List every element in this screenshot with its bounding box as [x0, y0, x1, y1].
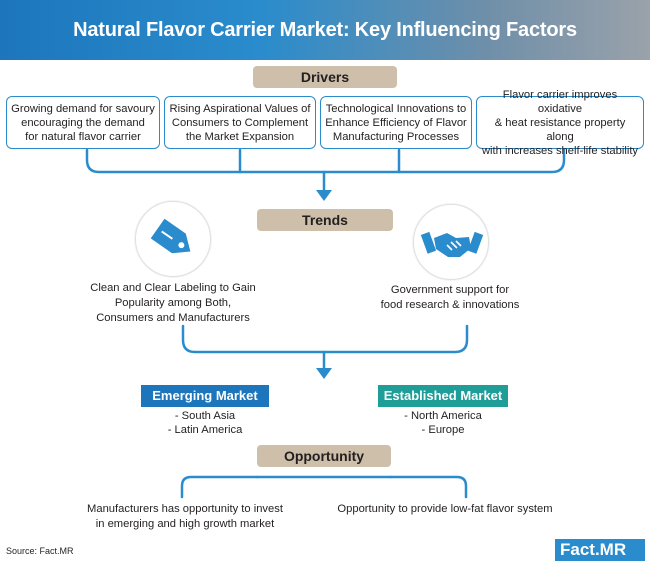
trends-bracket: [181, 324, 469, 354]
trend-text-line: Popularity among Both,: [114, 297, 232, 309]
handshake-icon: [420, 231, 484, 257]
source-note: Source: Fact.MR: [6, 546, 74, 556]
price-tag-icon: [150, 218, 191, 254]
driver-text-line: the Market Expansion: [185, 130, 295, 143]
opportunity-text-line: Opportunity to provide low-fat flavor sy…: [337, 503, 553, 515]
opportunity-lowfat-text: Opportunity to provide low-fat flavor sy…: [320, 502, 570, 517]
trend-text-line: Clean and Clear Labeling to Gain: [90, 282, 256, 294]
driver-box: Technological Innovations to Enhance Eff…: [320, 96, 472, 149]
driver-text-line: & heat resistance property along: [494, 116, 626, 143]
driver-text-line: encouraging the demand: [21, 116, 145, 129]
established-market-list: - North America - Europe: [378, 409, 508, 437]
driver-text-line: Rising Aspirational Values of: [169, 102, 311, 115]
trends-arrowhead: [316, 368, 332, 379]
emerging-market-badge: Emerging Market: [141, 385, 269, 407]
emerging-market-list: - South Asia - Latin America: [141, 409, 269, 437]
established-market-badge: Established Market: [378, 385, 508, 407]
driver-box: Growing demand for savoury encouraging t…: [6, 96, 160, 149]
driver-text-line: Consumers to Complement: [171, 116, 309, 129]
driver-box: Rising Aspirational Values of Consumers …: [164, 96, 316, 149]
trend-text-line: Consumers and Manufacturers: [96, 312, 250, 324]
driver-text-line: Flavor carrier improves oxidative: [502, 88, 618, 115]
trend-text-line: food research & innovations: [380, 299, 520, 311]
trends-heading: Trends: [257, 209, 393, 231]
drivers-bracket: [85, 148, 566, 174]
opportunity-bracket-left: [180, 475, 259, 499]
market-item: - North America: [404, 410, 482, 422]
driver-text-line: with increases shelf-life stability: [481, 144, 639, 157]
drivers-arrowhead: [316, 190, 332, 201]
handshake-icon-circle: [413, 204, 489, 280]
trend-government-text: Government support for food research & i…: [360, 283, 540, 313]
opportunity-text-line: in emerging and high growth market: [95, 518, 275, 530]
market-item: - Latin America: [167, 424, 243, 436]
opportunity-bracket-right: [389, 475, 468, 499]
opportunity-heading: Opportunity: [257, 445, 391, 467]
driver-text-line: Manufacturing Processes: [332, 130, 460, 143]
driver-text-line: for natural flavor carrier: [25, 130, 141, 143]
price-tag-icon-circle: [135, 201, 211, 277]
factmr-logo: Fact.MR: [555, 539, 645, 561]
opportunity-text-line: Manufacturers has opportunity to invest: [87, 503, 283, 515]
opportunity-invest-text: Manufacturers has opportunity to invest …: [70, 502, 300, 532]
market-item: - Europe: [421, 424, 465, 436]
trend-text-line: Government support for: [390, 284, 510, 296]
drivers-heading: Drivers: [253, 66, 397, 88]
driver-box: Flavor carrier improves oxidative & heat…: [476, 89, 644, 157]
trend-labeling-text: Clean and Clear Labeling to Gain Popular…: [70, 281, 276, 326]
driver-text-line: Technological Innovations to: [325, 102, 467, 115]
driver-text-line: Enhance Efficiency of Flavor: [325, 116, 467, 129]
driver-text-line: Growing demand for savoury: [11, 102, 155, 115]
page-title: Natural Flavor Carrier Market: Key Influ…: [0, 0, 650, 60]
market-item: - South Asia: [174, 410, 236, 422]
